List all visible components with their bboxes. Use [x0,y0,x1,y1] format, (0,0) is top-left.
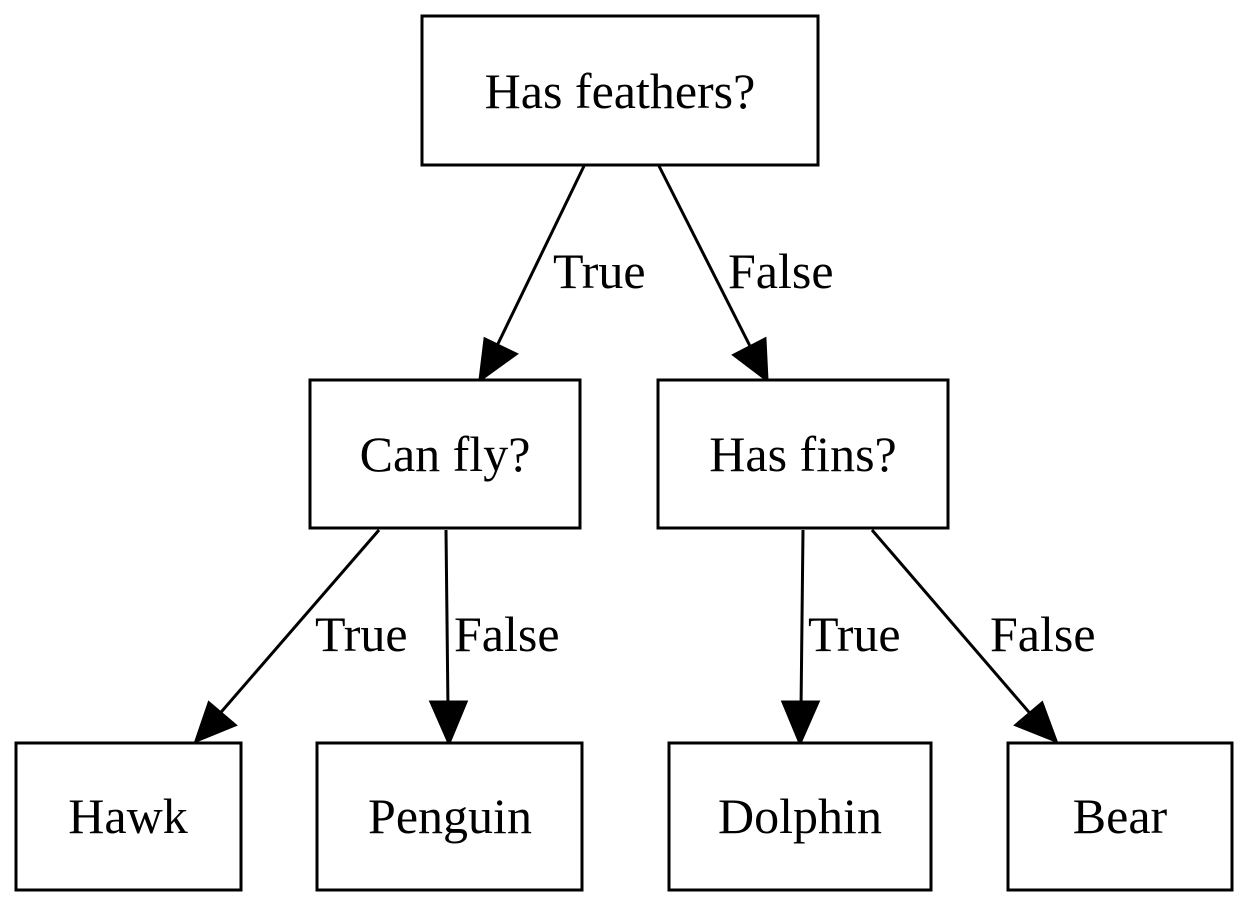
arrowhead [731,336,769,384]
node-label: Can fly? [360,426,531,482]
edge-label-false: False [990,606,1096,662]
edge-can-fly-to-hawk: True [193,529,408,744]
node-dolphin: Dolphin [667,741,933,892]
arrowhead [193,700,238,744]
edge-label-false: False [728,243,834,299]
edge-can-fly-to-penguin: False [428,529,560,747]
node-has-feathers: Has feathers? [420,14,820,167]
node-label: Penguin [368,788,532,844]
node-label: Hawk [68,788,187,844]
edge-root-to-has-fins: False [657,165,834,384]
arrowhead [1013,700,1059,744]
edge-has-fins-to-bear: False [870,529,1096,744]
arrowhead [428,700,469,747]
edge-label-true: True [315,606,408,662]
node-has-fins: Has fins? [656,378,950,530]
edge-label-true: True [808,606,901,662]
node-can-fly: Can fly? [308,378,582,530]
node-penguin: Penguin [315,741,584,892]
node-bear: Bear [1006,741,1234,892]
arrowhead [780,700,821,747]
node-label: Dolphin [718,788,882,844]
edge-has-fins-to-dolphin: True [780,529,901,747]
node-label: Has feathers? [485,63,756,119]
arrowhead [478,336,519,384]
node-label: Has fins? [709,426,896,482]
edge-label-true: True [553,243,646,299]
node-hawk: Hawk [14,741,243,892]
edge-root-to-can-fly: True [478,165,646,384]
edge-label-false: False [454,606,560,662]
node-label: Bear [1073,788,1168,844]
